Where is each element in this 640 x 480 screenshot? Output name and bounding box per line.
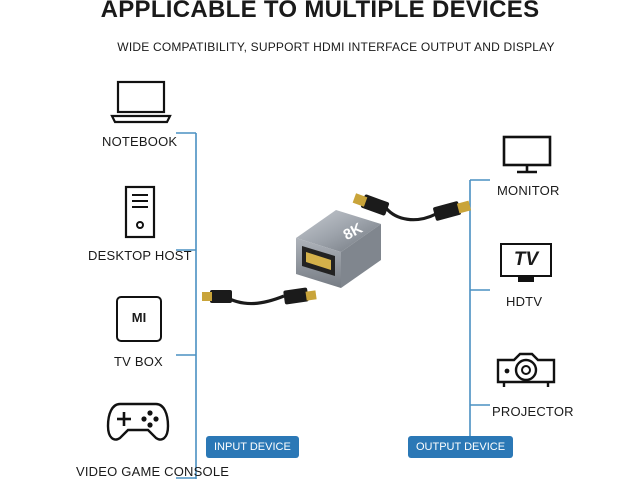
projector-icon (496, 352, 556, 387)
page-subtitle: WIDE COMPATIBILITY, SUPPORT HDMI INTERFA… (117, 40, 555, 54)
desktop-tower-icon (124, 185, 156, 239)
page-title: APPLICABLE TO MULTIPLE DEVICES (100, 0, 540, 23)
device-label-monitor: MONITOR (497, 183, 560, 198)
tv-icon-text: TV (500, 243, 552, 277)
hdmi-cable-output (352, 193, 472, 222)
device-label-tv-box: TV BOX (114, 354, 163, 369)
device-label-hdtv: HDTV (506, 294, 543, 309)
device-label-projector: PROJECTOR (492, 404, 574, 419)
tv-stand (518, 277, 534, 282)
hdmi-cable-input (202, 287, 317, 306)
device-label-desktop-host: DESKTOP HOST (88, 248, 192, 263)
monitor-icon (502, 135, 552, 174)
output-device-badge: OUTPUT DEVICE (408, 436, 514, 458)
tv-box-icon: MI (116, 296, 162, 342)
tv-icon: TV (500, 243, 552, 283)
input-device-badge: INPUT DEVICE (206, 436, 299, 458)
tv-box-icon-text: MI (131, 310, 147, 325)
device-label-video-game-console: VIDEO GAME CONSOLE (76, 464, 230, 479)
device-label-notebook: NOTEBOOK (102, 134, 178, 149)
hdmi-adapter-illustration: 8K (202, 193, 472, 306)
gamepad-icon (106, 402, 170, 441)
hdmi-adapter (296, 210, 381, 288)
laptop-icon (110, 80, 172, 124)
